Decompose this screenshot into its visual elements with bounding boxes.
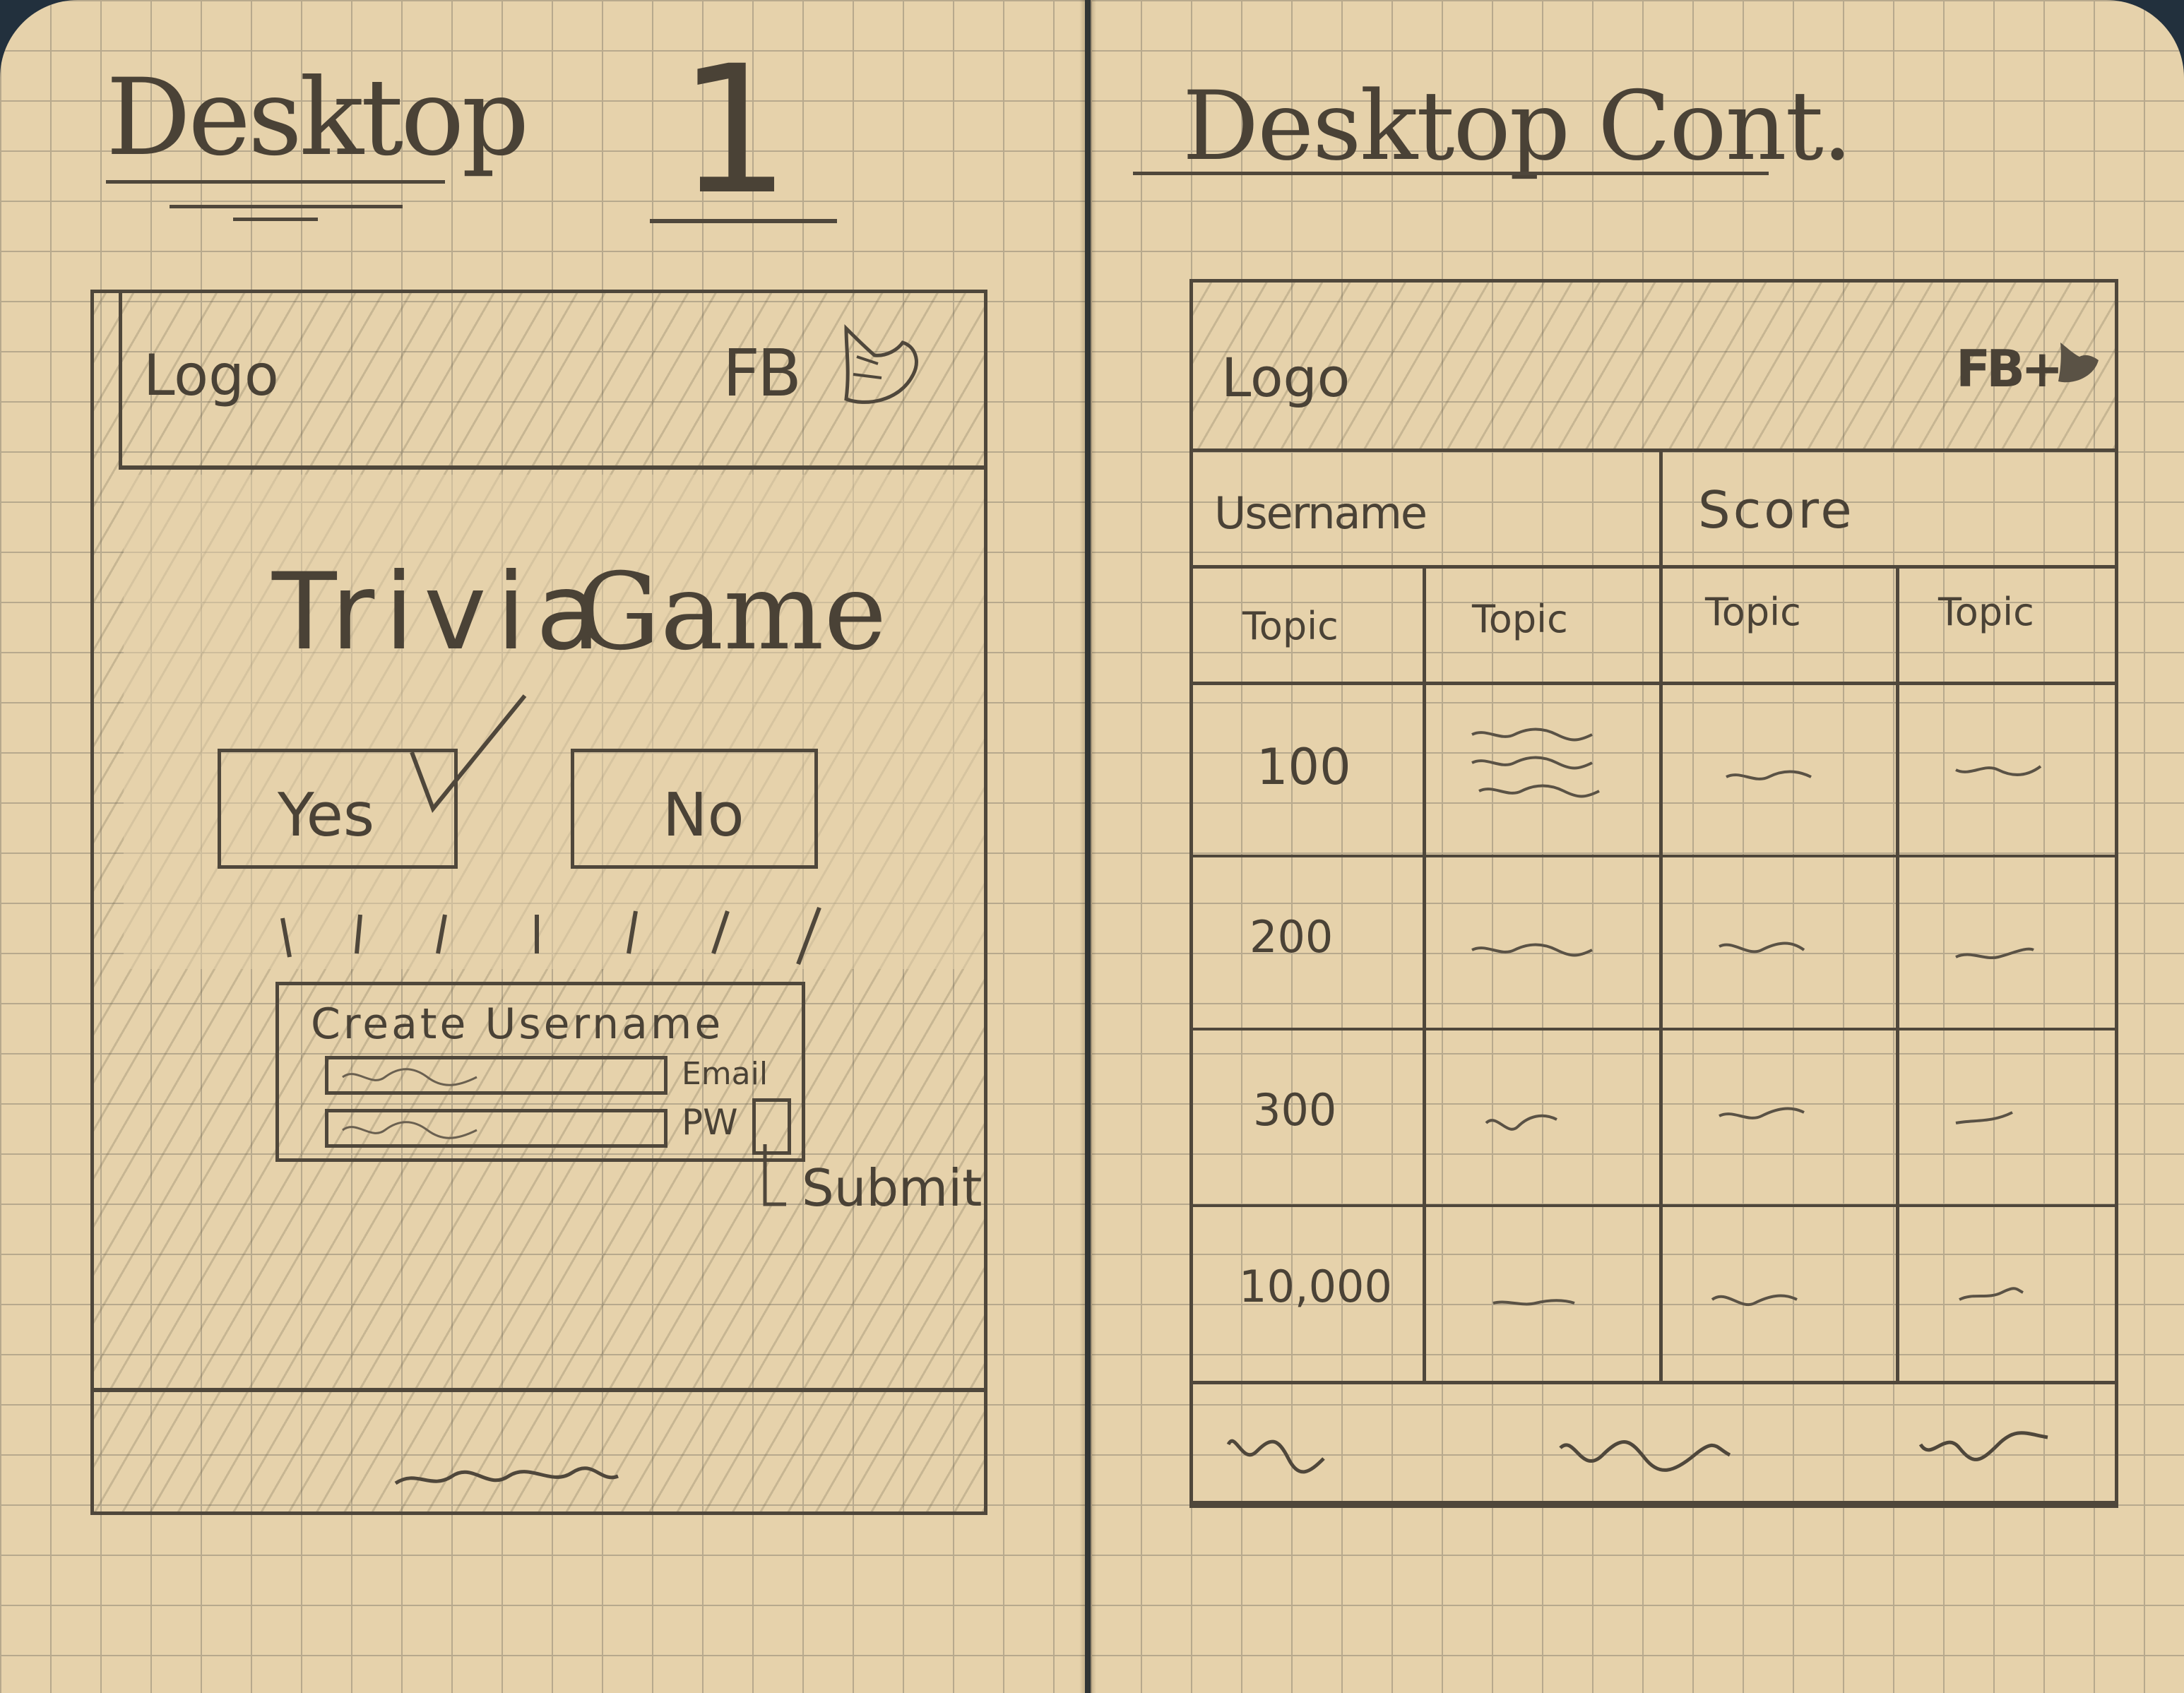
value-row-2[interactable]: 200 bbox=[1250, 911, 1334, 963]
value-row-3[interactable]: 300 bbox=[1253, 1084, 1337, 1136]
footer-links-scribble bbox=[1226, 1431, 2048, 1474]
score-label: Score bbox=[1698, 480, 1855, 540]
email-label: Email bbox=[682, 1056, 768, 1092]
yes-button[interactable]: Yes bbox=[218, 694, 527, 869]
transition-marks bbox=[280, 906, 821, 966]
social-links[interactable]: FB+ bbox=[1956, 339, 2063, 398]
value-row-4[interactable]: 10,000 bbox=[1239, 1261, 1392, 1312]
topic-grid: Topic Topic Topic Topic 100 200 300 10,0… bbox=[1189, 565, 2118, 1384]
no-label: No bbox=[663, 780, 744, 850]
topic-header-1[interactable]: Topic bbox=[1242, 604, 1339, 648]
headline-game: Game bbox=[576, 551, 887, 674]
twitter-bird-icon[interactable] bbox=[836, 321, 927, 413]
form-title: Create Username bbox=[311, 999, 724, 1049]
site-header: Logo FB bbox=[119, 290, 987, 470]
yes-label: Yes bbox=[278, 780, 375, 850]
site-footer-2 bbox=[1189, 1381, 2118, 1508]
notebook-spine bbox=[1079, 0, 1096, 1693]
topic-header-3[interactable]: Topic bbox=[1705, 590, 1801, 634]
value-row-1[interactable]: 100 bbox=[1257, 738, 1351, 796]
headline-trivia: Trivia bbox=[272, 551, 611, 674]
page-number: 1 bbox=[678, 28, 791, 233]
password-field[interactable] bbox=[325, 1109, 667, 1148]
site-header-2: Logo FB+ bbox=[1189, 279, 2118, 452]
password-label: PW bbox=[682, 1102, 738, 1143]
email-field[interactable] bbox=[325, 1056, 667, 1095]
twitter-bird-icon-2[interactable] bbox=[2055, 339, 2104, 388]
checkmark-icon bbox=[410, 694, 527, 813]
notebook-page-right: Desktop Cont. Logo FB+ Username Score To… bbox=[1091, 0, 2184, 1693]
logo-text: Logo bbox=[143, 343, 279, 408]
question-cells[interactable] bbox=[1189, 565, 2118, 1384]
page-title-cont: Desktop Cont. bbox=[1182, 71, 1853, 182]
footer-text-scribble bbox=[394, 1466, 619, 1485]
submit-label: Submit bbox=[802, 1158, 983, 1218]
page-title: Desktop bbox=[106, 57, 530, 179]
username-label: Username bbox=[1214, 487, 1428, 539]
submit-button[interactable] bbox=[752, 1098, 791, 1155]
user-score-bar: Username Score bbox=[1189, 449, 2118, 569]
topic-header-4[interactable]: Topic bbox=[1938, 590, 2034, 634]
topic-header-2[interactable]: Topic bbox=[1472, 597, 1568, 641]
logo-text-2: Logo bbox=[1221, 346, 1351, 409]
create-username-form: Create Username Email PW bbox=[275, 982, 805, 1162]
no-button[interactable]: No bbox=[571, 749, 818, 869]
notebook-page-left: Desktop 1 Logo FB Trivia Game Yes No bbox=[0, 0, 1085, 1693]
fb-link[interactable]: FB bbox=[723, 335, 802, 411]
